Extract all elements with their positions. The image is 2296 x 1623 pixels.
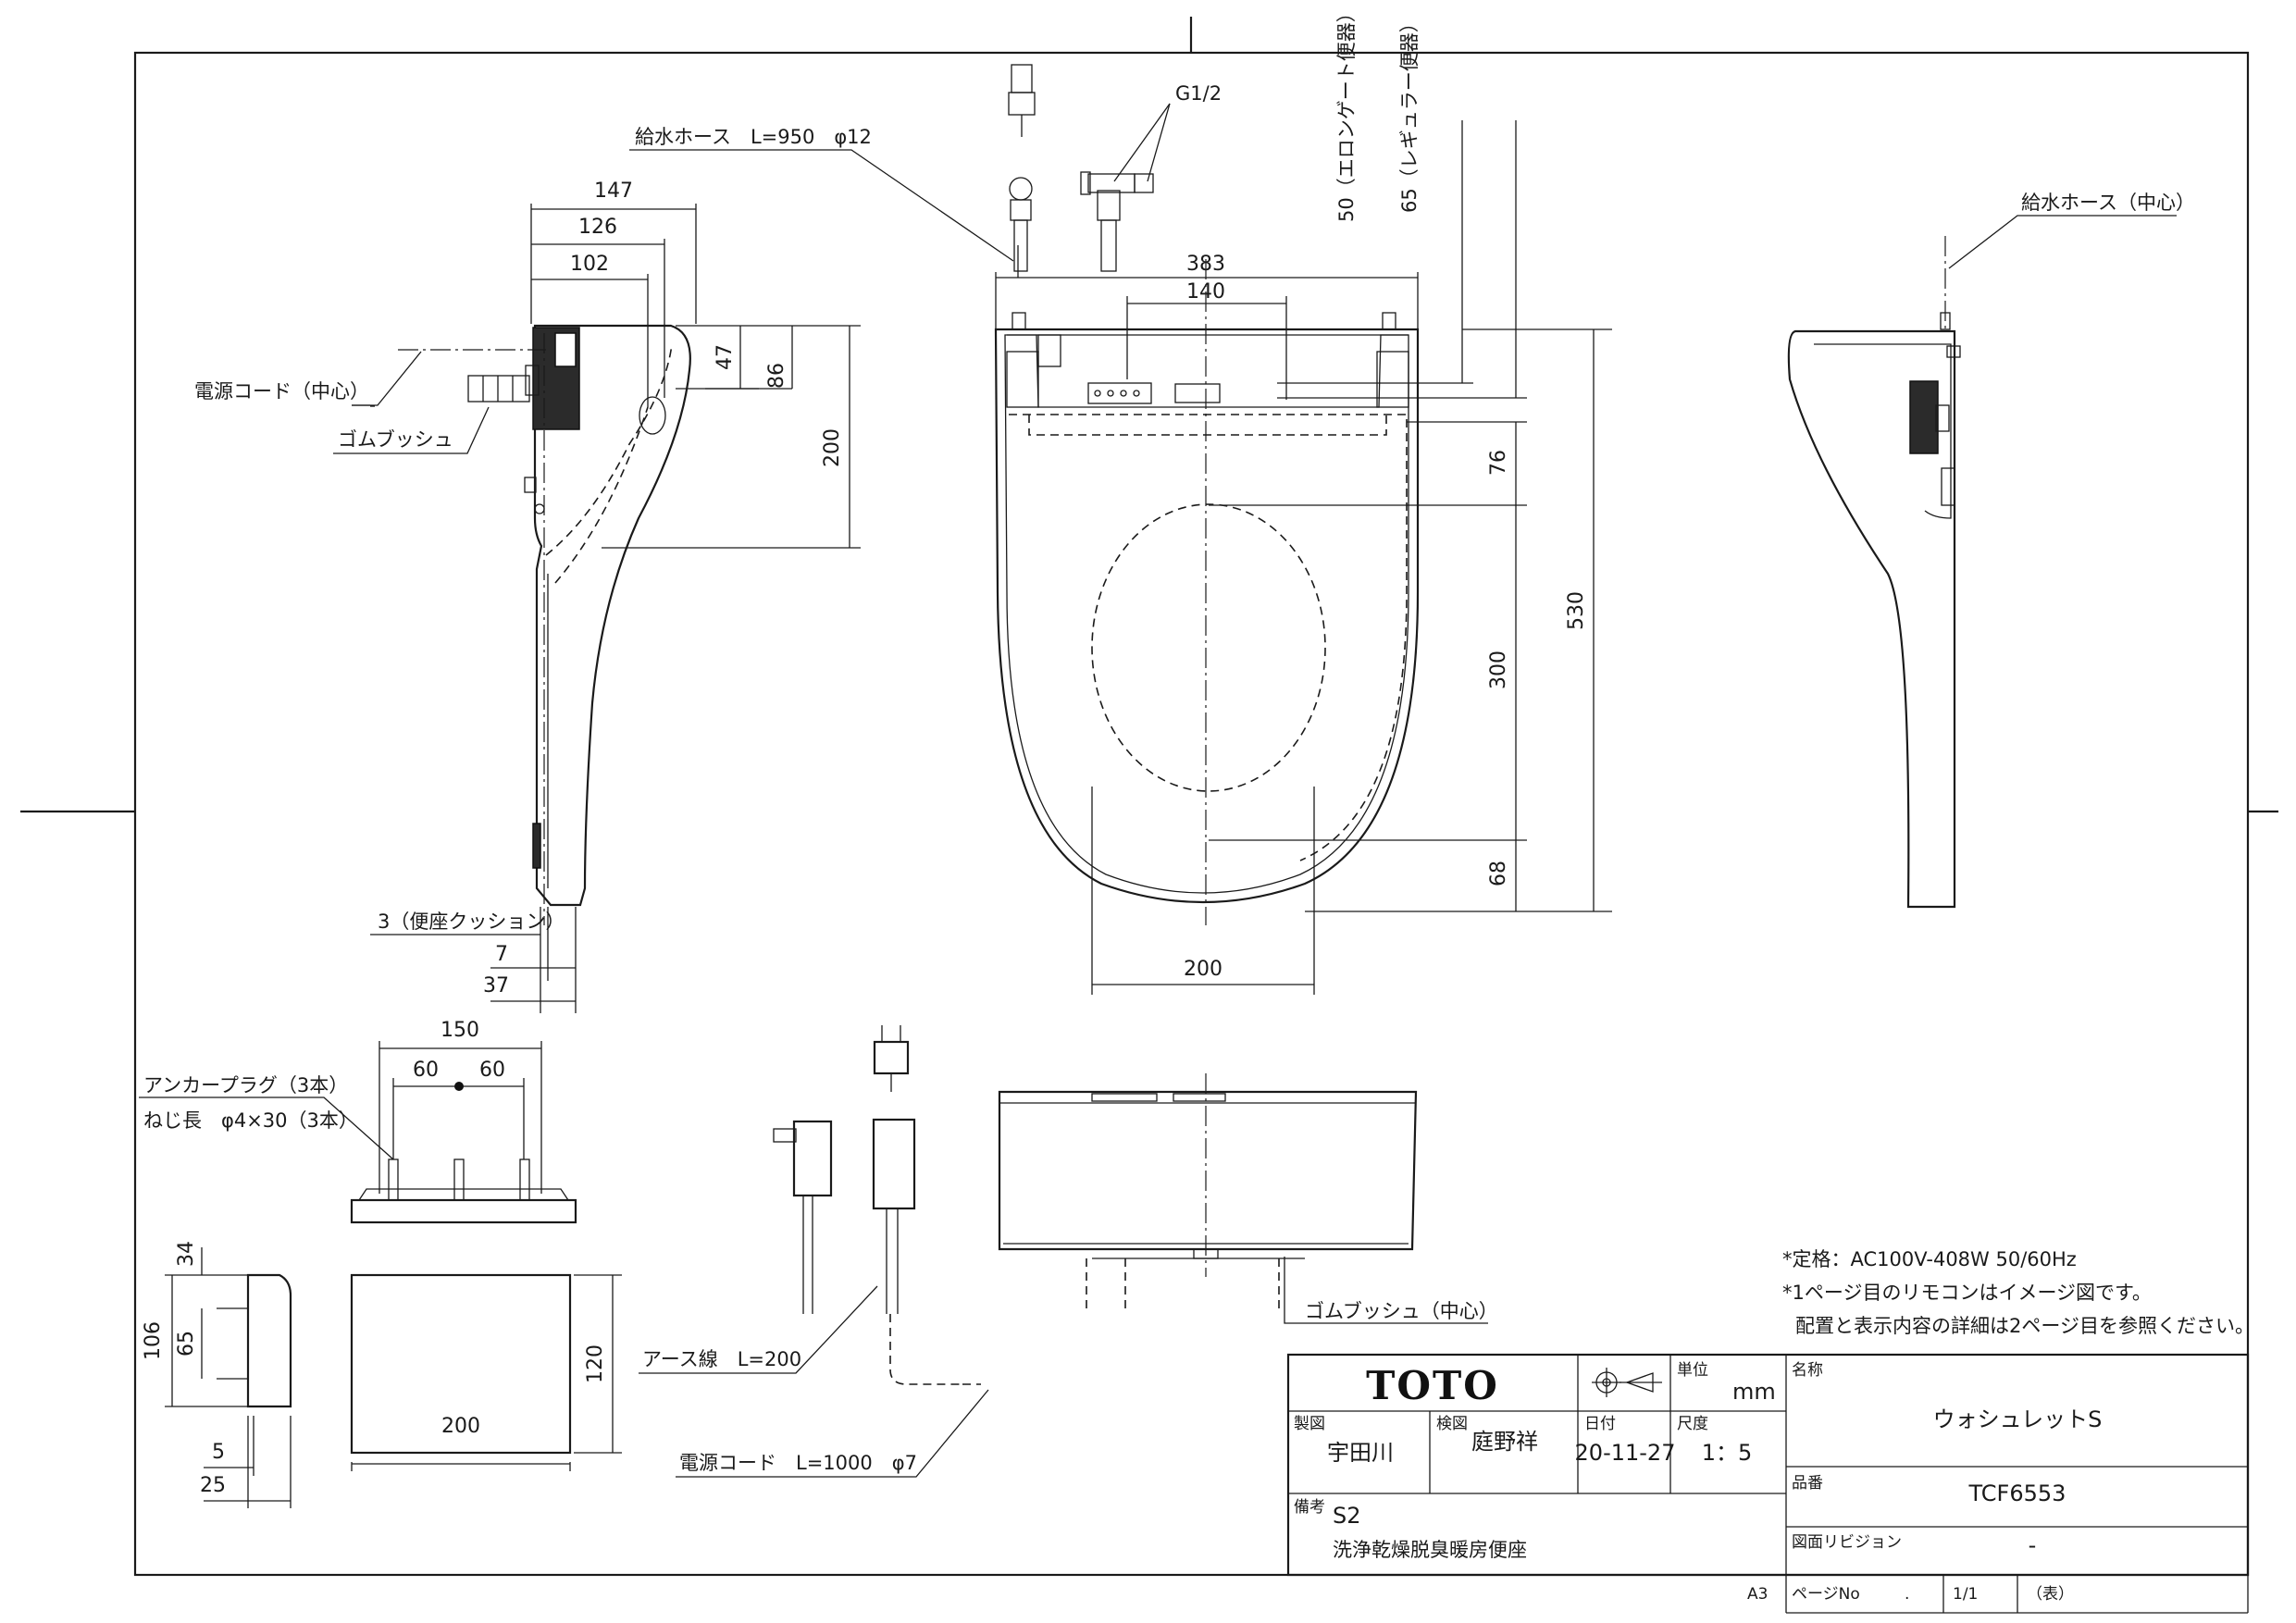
- label-earth-wire: アース線 L=200: [642, 1348, 801, 1370]
- dim-34: 34: [175, 1241, 198, 1267]
- label-rubber-bush: ゴムブッシュ: [338, 428, 453, 451]
- side-view-right: 給水ホース（中心）: [1787, 192, 2195, 909]
- dim-86: 86: [765, 363, 788, 389]
- dim-300: 300: [1487, 650, 1510, 689]
- dim-200-side: 200: [821, 428, 844, 467]
- scale-label: 尺度: [1677, 1415, 1708, 1433]
- dim-383: 383: [1186, 253, 1225, 276]
- label-supply-hose-center: 給水ホース（中心）: [2021, 192, 2195, 214]
- label-g12: G1/2: [1175, 82, 1222, 105]
- dim-60-right: 60: [479, 1059, 505, 1082]
- page-suffix: （表）: [2027, 1585, 2074, 1604]
- checker-name: 庭野祥: [1471, 1429, 1538, 1455]
- label-anchor-plug: アンカープラグ（3本）: [143, 1074, 348, 1096]
- dim-65: 65: [175, 1331, 198, 1357]
- dim-147: 147: [594, 180, 633, 203]
- page-label: ページNo: [1792, 1585, 1860, 1604]
- title-block: TOTO 単位 mm 名称 ウォシュレットS 製図 宇田川 検図 庭野祥 日付 …: [1286, 1353, 2250, 1614]
- remarks-label: 備考: [1294, 1498, 1325, 1517]
- sheet-size: A3: [1747, 1585, 1768, 1604]
- dim-106: 106: [142, 1321, 165, 1360]
- label-rubber-bush-center: ゴムブッシュ（中心）: [1305, 1300, 1498, 1322]
- date-label: 日付: [1584, 1415, 1616, 1433]
- label-seat-cushion: 3（便座クッション）: [378, 911, 565, 933]
- label-supply-hose: 給水ホース L=950 φ12: [635, 126, 872, 148]
- dim-60-left: 60: [413, 1059, 439, 1082]
- dim-76: 76: [1487, 450, 1510, 476]
- notes-block: *定格：AC100V-408W 50/60Hz *1ページ目のリモコンはイメージ…: [1782, 1248, 2254, 1337]
- dim-5: 5: [212, 1441, 225, 1464]
- dim-102: 102: [570, 253, 609, 276]
- dim-68: 68: [1487, 861, 1510, 886]
- model-label: 品番: [1792, 1474, 1823, 1493]
- remark-description: 洗浄乾燥脱臭暖房便座: [1333, 1539, 1527, 1561]
- plan-view-center: G1/2 給水ホース L=950 φ12 383 140 50（エロンゲート便器…: [629, 3, 1612, 995]
- model-number: TCF6553: [1968, 1481, 2066, 1506]
- dim-200-holder: 200: [441, 1415, 480, 1438]
- note-remote-image: *1ページ目のリモコンはイメージ図です。: [1782, 1282, 2152, 1304]
- product-name: ウォシュレットS: [1933, 1406, 2103, 1432]
- side-view-left: 147 126 102 47 86 200 3（便座クッション） 7 37 電源…: [194, 180, 861, 1013]
- label-regular-bowl: 65（レギュラー便器）: [1398, 13, 1421, 213]
- drawing-frame: [20, 17, 2278, 1577]
- plug-and-front-view: アース線 L=200 電源コード L=1000 φ7 ゴムブッシュ（中心）: [639, 1025, 1498, 1478]
- revision-value: -: [2029, 1532, 2037, 1558]
- dim-25: 25: [200, 1474, 226, 1497]
- drafter-name: 宇田川: [1327, 1440, 1394, 1466]
- scale-value: 1：5: [1702, 1440, 1753, 1466]
- name-label: 名称: [1792, 1361, 1823, 1380]
- projection-symbol-icon: [1592, 1368, 1662, 1397]
- dim-126: 126: [578, 216, 617, 239]
- dim-120: 120: [584, 1344, 607, 1383]
- dim-530: 530: [1565, 591, 1588, 630]
- label-power-cord-center: 電源コード（中心）: [194, 380, 369, 403]
- dim-140: 140: [1186, 280, 1225, 304]
- label-elongated-bowl: 50（エロンゲート便器）: [1335, 3, 1358, 222]
- unit-value: mm: [1732, 1379, 1776, 1405]
- unit-label: 単位: [1677, 1361, 1708, 1380]
- label-power-cord: 電源コード L=1000 φ7: [679, 1452, 917, 1474]
- dim-37: 37: [483, 974, 509, 997]
- anchor-plate-view: 150 60 60 アンカープラグ（3本） ねじ長 φ4×30（3本） 200 …: [139, 1019, 622, 1508]
- revision-label: 図面リビジョン: [1792, 1533, 1902, 1552]
- remark-s2: S2: [1333, 1503, 1361, 1529]
- note-rating: *定格：AC100V-408W 50/60Hz: [1782, 1248, 2077, 1270]
- page-number: 1/1: [1953, 1585, 1978, 1604]
- checker-label: 検図: [1436, 1415, 1468, 1433]
- page-dot: .: [1905, 1585, 1909, 1604]
- dim-7: 7: [495, 943, 508, 966]
- note-details: 配置と表示内容の詳細は2ページ目を参照ください。: [1795, 1315, 2254, 1337]
- dim-200-plan: 200: [1184, 958, 1222, 981]
- label-screw-length: ねじ長 φ4×30（3本）: [143, 1109, 358, 1132]
- dim-150: 150: [441, 1019, 479, 1042]
- date-value: 20-11-27: [1575, 1440, 1676, 1466]
- toto-logo: TOTO: [1366, 1363, 1499, 1408]
- dim-47: 47: [714, 344, 737, 370]
- drafter-label: 製図: [1294, 1415, 1325, 1433]
